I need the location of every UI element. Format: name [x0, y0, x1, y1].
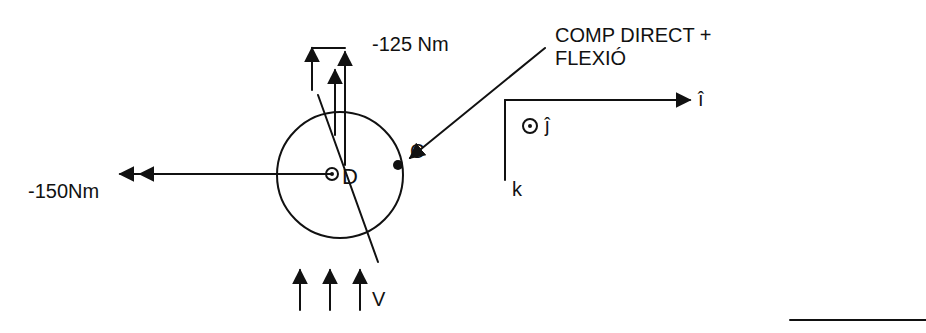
moment-arrow [120, 173, 332, 175]
axis-j-dot [528, 124, 532, 128]
point-label: D [342, 166, 358, 188]
shear-arrow [359, 270, 361, 310]
axis-i [505, 99, 690, 101]
axis-j-symbol [523, 119, 537, 133]
section-circle: D [275, 110, 405, 240]
shear-arrow [299, 270, 301, 310]
axis-k [504, 100, 506, 180]
moment-arrow [334, 70, 336, 135]
moment-bar [312, 47, 345, 49]
shear-arrow [329, 270, 331, 310]
axis-label: î [698, 88, 704, 111]
moment-arrow [311, 48, 313, 90]
circle-outline [275, 110, 405, 240]
point-label: C [410, 140, 424, 163]
leader-line [410, 48, 545, 158]
moment-arrow [344, 52, 346, 165]
out-of-page-dot [330, 172, 334, 176]
moment-value: -125 Nm [372, 33, 449, 56]
axis-label: k [512, 178, 522, 201]
moment-arrow [140, 173, 300, 175]
force-label: V [372, 288, 385, 311]
out-of-page-symbol [326, 168, 338, 180]
axis-label: ĵ [545, 114, 549, 137]
circle-outline [277, 112, 403, 238]
annotation: COMP DIRECT + FLEXIÓ [555, 24, 725, 70]
underline [790, 319, 926, 321]
moment-value: -150Nm [28, 180, 99, 203]
